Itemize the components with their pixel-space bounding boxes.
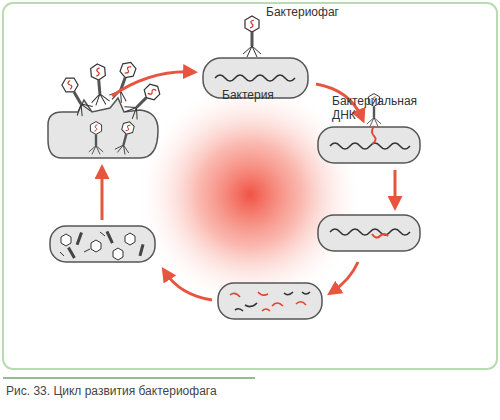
bacterial-dna	[330, 143, 410, 149]
bacterium-cell	[50, 226, 155, 262]
assembling-phages	[60, 231, 144, 260]
bacterium-cell	[218, 283, 322, 319]
bacteriophage-symbol	[243, 16, 261, 57]
part-label: Бактериальная ДНК	[332, 94, 422, 122]
red-glow	[135, 80, 365, 310]
integrated-phage-dna	[372, 234, 388, 238]
phage-dna-injection	[372, 126, 376, 144]
caption-rule	[3, 377, 255, 379]
bacterium-cell	[318, 215, 420, 251]
bacteriophage-symbol	[58, 74, 94, 119]
bacterial-dna	[330, 229, 410, 235]
bacterial-dna	[215, 75, 295, 81]
part-label: Бактерия	[222, 88, 302, 102]
bacterium-cell	[318, 127, 420, 163]
figure-caption: Рис. 33. Цикл развития бактериофага	[6, 384, 217, 398]
frame	[3, 3, 497, 369]
bacteriophage-symbol	[89, 122, 103, 155]
bacteriophage-symbol	[88, 63, 110, 105]
dna-fragments	[230, 292, 310, 311]
burst-bacterium-cell	[48, 98, 158, 158]
bacteriophage-symbol	[114, 120, 136, 155]
part-label: Бактериофаг	[266, 5, 376, 19]
